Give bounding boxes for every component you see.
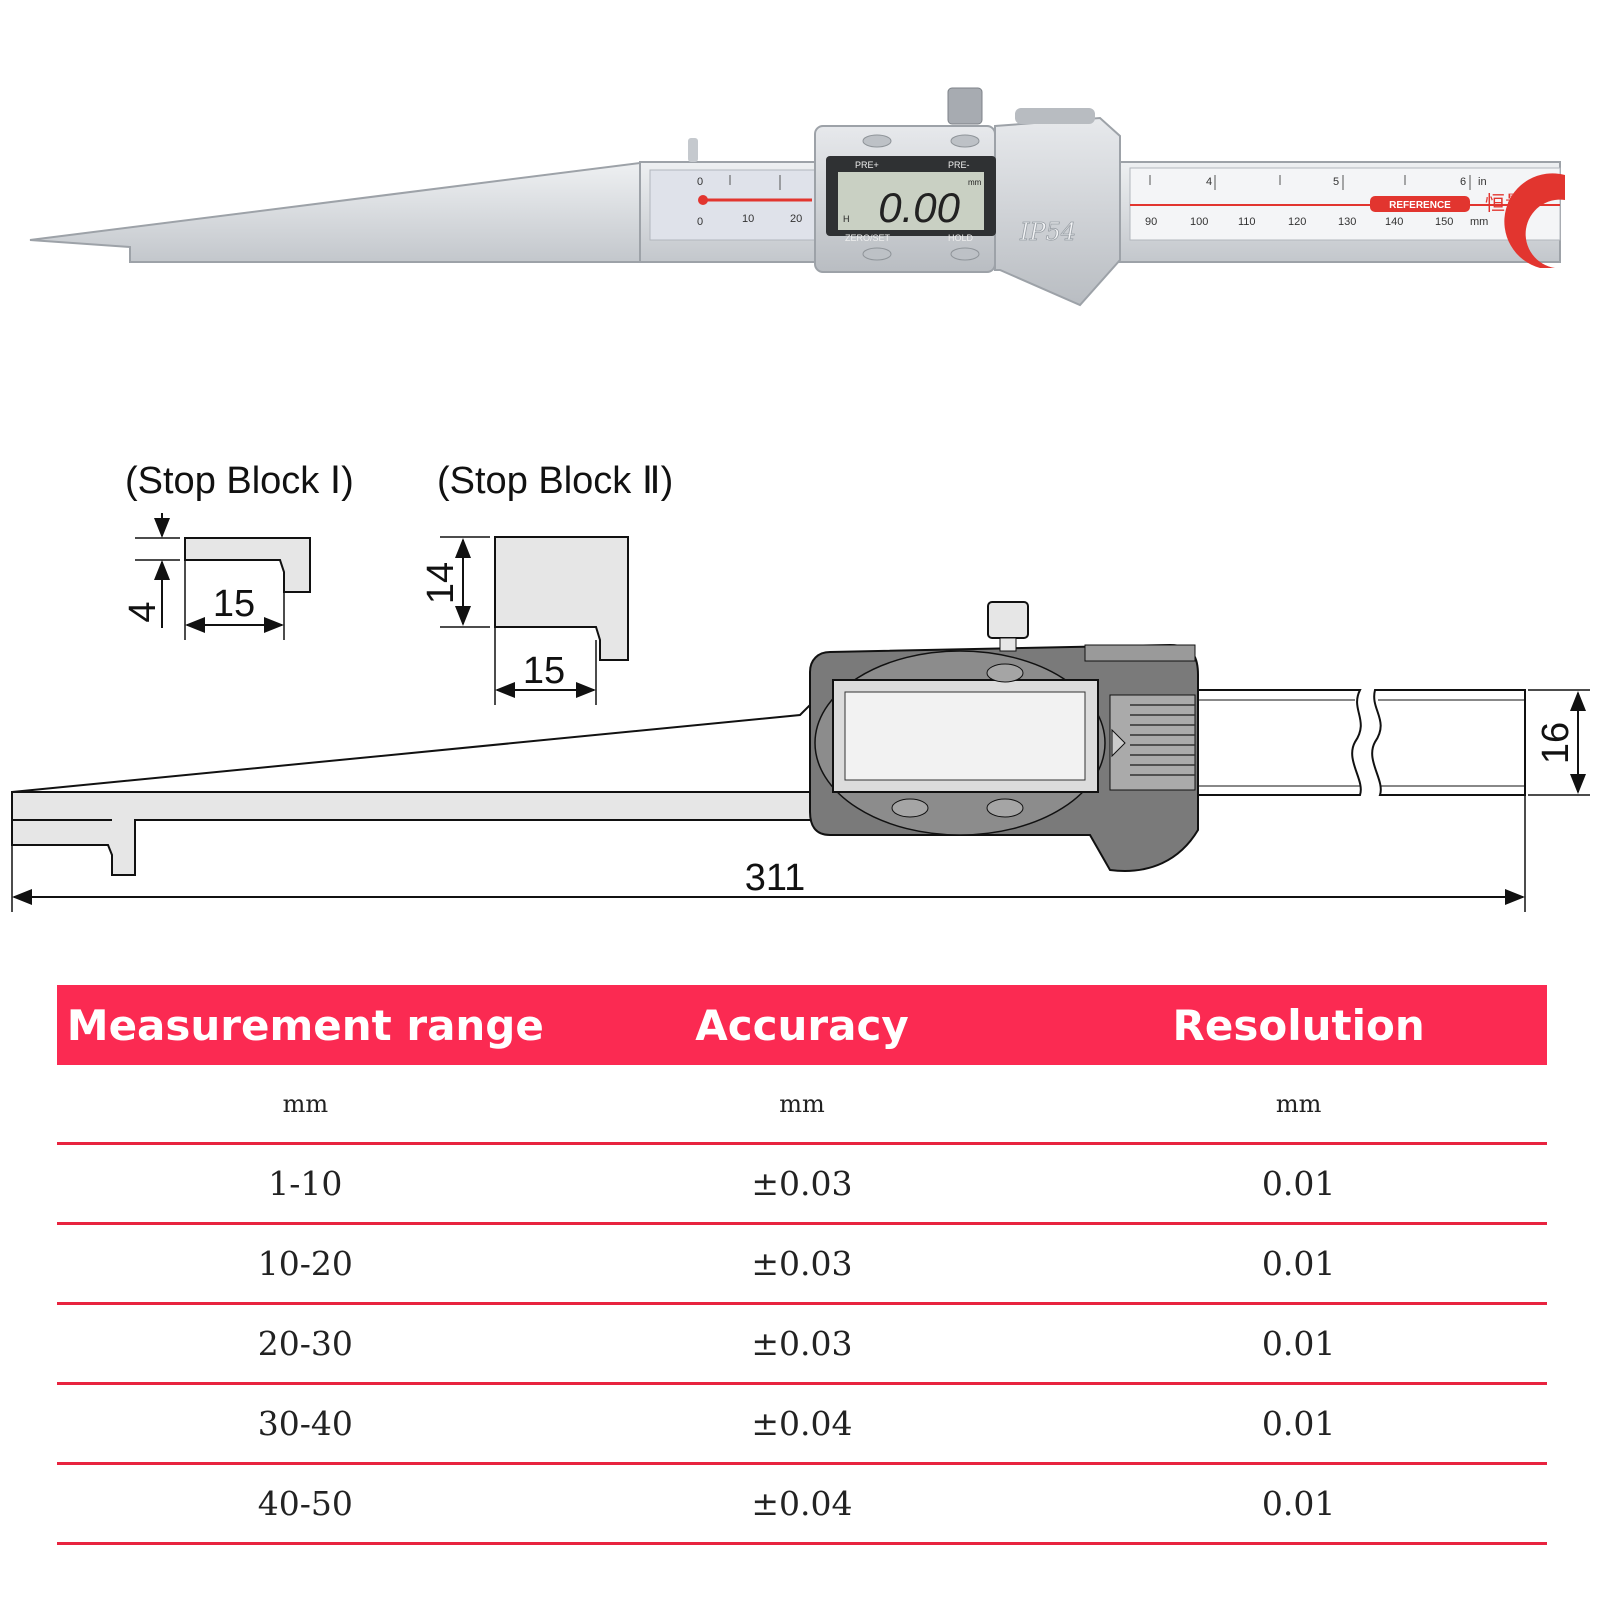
- drawing-beam: [1149, 689, 1362, 796]
- table-cell: 30-40: [57, 1383, 554, 1465]
- svg-text:6: 6: [1460, 176, 1466, 188]
- header-accuracy: Accuracy: [553, 985, 1051, 1065]
- drawing-bar: [11, 791, 821, 876]
- svg-text:110: 110: [1238, 216, 1256, 228]
- pre-minus-label: PRE-: [948, 160, 970, 170]
- pre-plus-label: PRE+: [855, 160, 879, 170]
- table-cell: mm: [553, 1065, 1051, 1145]
- stop-block-1: [184, 537, 311, 593]
- table-cell: ±0.03: [553, 1223, 1051, 1305]
- table-cell: ±0.04: [553, 1463, 1051, 1545]
- table-cell: 1-10: [57, 1143, 554, 1225]
- table-cell: 10-20: [57, 1223, 554, 1305]
- sb2-width-dim: 15: [523, 650, 565, 692]
- photo-buttons[interactable]: [862, 134, 980, 261]
- svg-text:5: 5: [1333, 176, 1339, 188]
- table-cell: 0.01: [1050, 1383, 1547, 1465]
- table-cell: 0.01: [1050, 1223, 1547, 1305]
- svg-text:130: 130: [1338, 216, 1356, 228]
- hold-label: HOLD: [948, 233, 974, 243]
- table-row: 40-50 ±0.04 0.01: [57, 1463, 1547, 1545]
- table-header-row: Measurement range Accuracy Resolution: [57, 985, 1547, 1065]
- table-cell: 40-50: [57, 1463, 554, 1545]
- header-measurement-range: Measurement range: [57, 985, 554, 1065]
- svg-text:100: 100: [1190, 216, 1208, 228]
- lcd-hold-flag: H: [843, 214, 850, 224]
- dimension-drawing: (Stop Block Ⅰ) 4 15 (Stop Block Ⅱ) 14 15: [11, 460, 1590, 912]
- table-cell: ±0.03: [553, 1143, 1051, 1225]
- svg-text:0: 0: [697, 176, 703, 188]
- table-cell: ±0.04: [553, 1383, 1051, 1465]
- overall-length-dim: 311: [745, 857, 806, 899]
- svg-text:4: 4: [1206, 176, 1212, 188]
- svg-text:in: in: [1478, 176, 1487, 188]
- beam-height-dim: 16: [1535, 722, 1577, 764]
- table-cell: 0.01: [1050, 1303, 1547, 1385]
- sb2-height-dim: 14: [420, 562, 462, 604]
- svg-text:140: 140: [1385, 216, 1403, 228]
- header-resolution: Resolution: [1050, 985, 1547, 1065]
- drawing-wedge: [11, 702, 811, 793]
- gauge-photo: 0 0 10 20 REFERENCE 4 5 6 in 90 100 110 …: [29, 87, 1565, 307]
- svg-text:20: 20: [790, 213, 802, 225]
- table-cell: 20-30: [57, 1303, 554, 1385]
- units-row: mm mm mm: [57, 1065, 1547, 1145]
- svg-text:90: 90: [1145, 216, 1157, 228]
- table-row: 30-40 ±0.04 0.01: [57, 1383, 1547, 1465]
- svg-text:mm: mm: [1470, 216, 1488, 228]
- stop-block-2-label: (Stop Block Ⅱ): [437, 460, 673, 502]
- svg-text:120: 120: [1288, 216, 1306, 228]
- spec-table: Measurement range Accuracy Resolution mm…: [57, 985, 1547, 1545]
- ip-rating: IP54: [1019, 218, 1076, 246]
- sb1-height-dim: 4: [122, 601, 164, 622]
- lcd-reading: 0.00: [878, 184, 960, 231]
- table-cell: 0.01: [1050, 1463, 1547, 1545]
- left-scale: 0 0 10 20: [697, 176, 802, 228]
- svg-text:0: 0: [697, 216, 703, 228]
- table-cell: 0.01: [1050, 1143, 1547, 1225]
- svg-text:mm: mm: [968, 178, 982, 187]
- table-cell: mm: [1050, 1065, 1547, 1145]
- svg-text:150: 150: [1435, 216, 1453, 228]
- right-scale: 4 5 6 in 90 100 110 120 130 140 150 mm: [1145, 176, 1488, 228]
- table-row: 10-20 ±0.03 0.01: [57, 1223, 1547, 1305]
- table-row: 20-30 ±0.03 0.01: [57, 1303, 1547, 1385]
- reference-label: REFERENCE: [1389, 200, 1451, 211]
- table-cell: mm: [57, 1065, 554, 1145]
- stop-block-2: [494, 536, 629, 661]
- drawing-knob: [987, 601, 1029, 639]
- stop-block-1-label: (Stop Block Ⅰ): [125, 460, 354, 502]
- sb1-width-dim: 15: [213, 583, 255, 625]
- svg-text:10: 10: [742, 213, 754, 225]
- table-cell: ±0.03: [553, 1303, 1051, 1385]
- lock-knob[interactable]: [947, 87, 983, 125]
- zero-set-label: ZERO/SET: [845, 233, 891, 243]
- table-row: 1-10 ±0.03 0.01: [57, 1143, 1547, 1225]
